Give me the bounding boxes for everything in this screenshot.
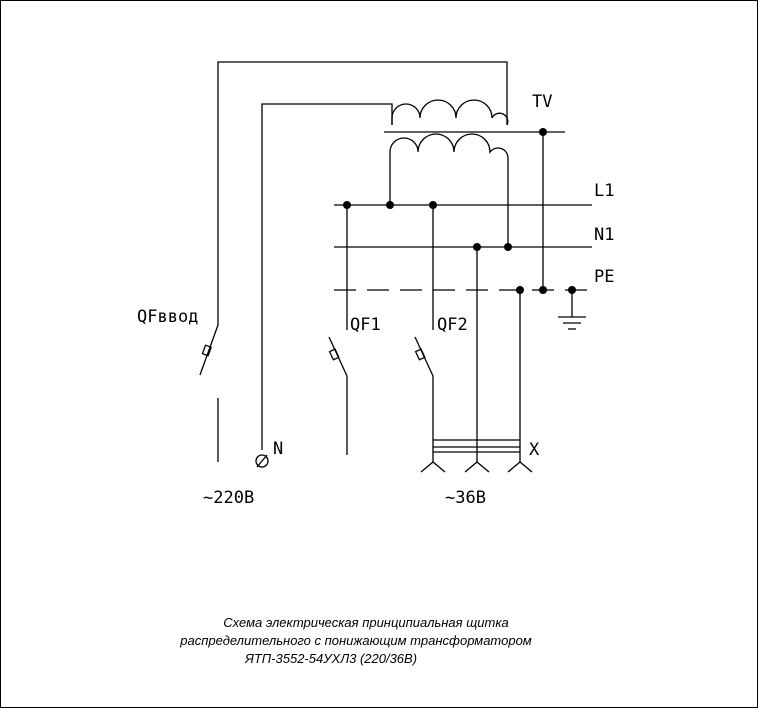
label-n1: N1 <box>594 225 614 245</box>
input-feed-wires <box>217 61 508 450</box>
caption-line-1: Схема электрическая принципиальная щитка <box>223 615 508 630</box>
breaker-qf1 <box>328 205 348 455</box>
label-220v: ~220В <box>203 488 254 508</box>
label-36v: ~36В <box>445 488 486 508</box>
n-terminal <box>255 454 269 468</box>
label-x-connector: X <box>529 440 540 460</box>
ground-symbol <box>558 290 586 330</box>
label-qf1: QF1 <box>350 315 381 335</box>
caption-line-2: распределительного с понижающим трансфор… <box>179 633 532 648</box>
transformer-tv <box>384 99 565 247</box>
caption-line-3: ЯТП-3552-54УХЛ3 (220/36В) <box>244 651 417 666</box>
label-pe: PE <box>594 267 614 287</box>
breaker-qf-input <box>199 324 219 462</box>
label-tv: TV <box>532 92 552 112</box>
drawing-caption: Схема электрическая принципиальная щитка… <box>179 615 532 666</box>
connector-x <box>420 439 533 473</box>
junction-dots <box>343 128 576 294</box>
label-n-terminal: N <box>273 439 283 459</box>
label-qf2: QF2 <box>437 315 468 335</box>
breaker-qf2 <box>414 205 434 462</box>
label-l1: L1 <box>594 181 614 201</box>
label-qf-input: QFввод <box>137 307 198 327</box>
busbars <box>334 204 592 291</box>
